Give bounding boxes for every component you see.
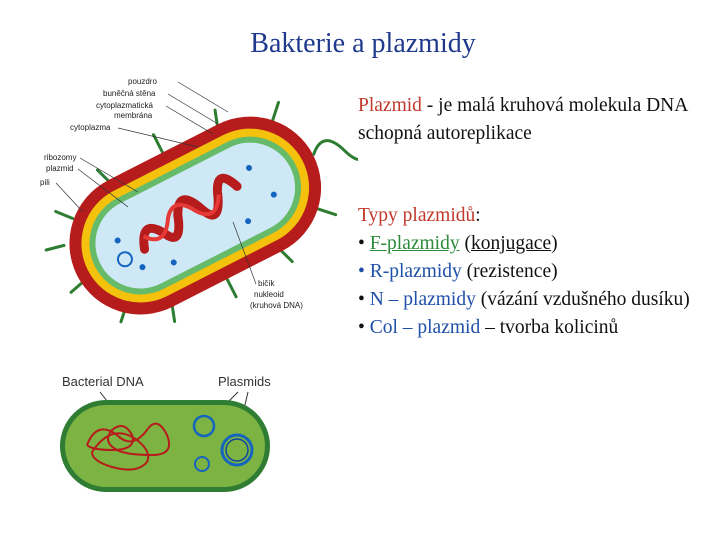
label-pili: pili — [40, 178, 50, 187]
label-nukleoid: nukleoid — [254, 290, 284, 299]
n-plasmid-name: N – plazmidy — [369, 289, 476, 310]
col-plasmid-name: Col – plazmid — [369, 317, 481, 338]
list-item-r-plasmids: • R-plazmidy (rezistence) — [358, 261, 558, 282]
definition-term: Plazmid — [358, 95, 422, 116]
definition-text: - je malá kruhová molekula DNA schopná a… — [358, 95, 688, 144]
list-item-f-plasmids: • F-plazmidy (konjugace) — [358, 233, 558, 254]
label-kruhova-dna: (kruhová DNA) — [250, 301, 303, 310]
r-plasmid-name: R-plazmidy — [369, 261, 462, 282]
plasmid-types-heading: Typy plazmidů: — [358, 205, 481, 226]
types-heading: Typy plazmidů — [358, 205, 476, 226]
label-pouzdro: pouzdro — [128, 77, 157, 86]
slide-title: Bakterie a plazmidy — [250, 28, 476, 59]
label-cytoplazma: cytoplazma — [70, 123, 111, 132]
bacterial-cell-diagram: pouzdro buněčná stěna cytoplazmatická me… — [40, 77, 358, 324]
list-item-col-plasmid: • Col – plazmid – tvorba kolicinů — [358, 317, 619, 338]
f-plasmid-note: konjugace — [470, 233, 552, 254]
label-plasmids: Plasmids — [218, 374, 271, 389]
list-item-n-plasmids: • N – plazmidy (vázání vzdušného dusíku) — [358, 289, 690, 310]
f-plasmid-name: F-plazmidy — [369, 233, 460, 254]
label-bacterial-dna: Bacterial DNA — [62, 374, 144, 389]
label-bunecna-stena: buněčná stěna — [103, 89, 156, 98]
slide-body: Plazmid - je malá kruhová molekula DNA s… — [358, 92, 708, 342]
bacterial-dna-plasmid-diagram: Bacterial DNA Plasmids — [60, 374, 271, 492]
plasmid-definition: Plazmid - je malá kruhová molekula DNA s… — [358, 92, 708, 148]
label-membrana: membrána — [114, 111, 153, 120]
label-bicik: bičík — [258, 279, 275, 288]
col-plasmid-note: – tvorba kolicinů — [480, 317, 619, 338]
label-cytoplazmaticka: cytoplazmatická — [96, 101, 153, 110]
label-plazmid: plazmid — [46, 164, 74, 173]
n-plasmid-note: (vázání vzdušného dusíku) — [475, 289, 690, 310]
label-ribozomy: ribozomy — [44, 153, 76, 162]
r-plasmid-note: (rezistence) — [461, 261, 558, 282]
